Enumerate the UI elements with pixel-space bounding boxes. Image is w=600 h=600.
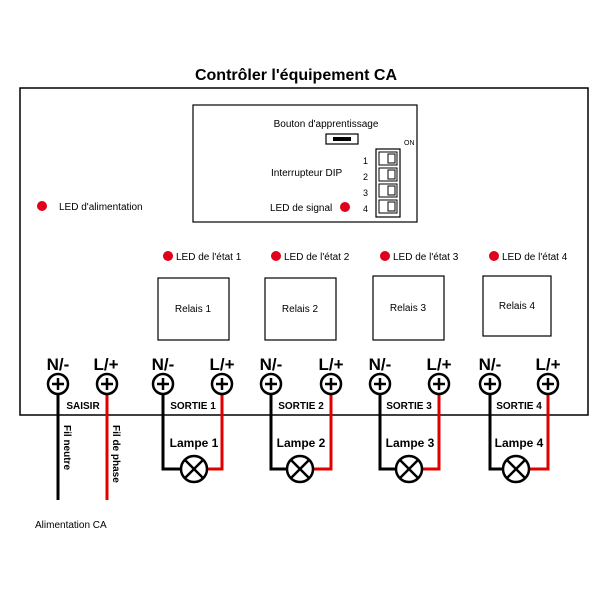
output-3-line-terminal-icon	[427, 372, 451, 396]
relay-3-label: Relais 3	[390, 303, 427, 314]
status-led-3-icon	[380, 251, 390, 261]
relay-3	[372, 275, 445, 341]
relay-4-label: Relais 4	[499, 301, 536, 312]
diagram-title: Contrôler l'équipement CA	[195, 67, 397, 84]
neutral-wire-label: Fil neutre	[61, 425, 72, 470]
lamp-3-line-wire	[422, 384, 441, 471]
lamp-1-neutral-wire	[161, 384, 181, 471]
output-1-neutral-terminal-icon	[151, 372, 175, 396]
learn-button-label: Bouton d'apprentissage	[274, 119, 379, 130]
output-4-neutral-terminal-icon	[478, 372, 502, 396]
learn-button[interactable]	[325, 133, 359, 145]
status-led-4-label: LED de l'état 4	[502, 252, 568, 263]
relay-2	[264, 277, 337, 341]
power-led-label: LED d'alimentation	[59, 202, 143, 213]
output-1-label: SORTIE 1	[170, 401, 216, 412]
lamp-1-label: Lampe 1	[170, 436, 219, 450]
output-3-neutral-terminal-icon	[368, 372, 392, 396]
output-4-line-terminal-icon	[536, 372, 560, 396]
lamp-3-label: Lampe 3	[386, 436, 435, 450]
dip-on-label: ON	[404, 140, 415, 147]
output-4-neutral-terminal-label: N/-	[479, 355, 502, 374]
lamp-1-icon	[179, 454, 209, 484]
output-2-line-terminal-label: L/+	[318, 355, 343, 374]
input-line-terminal-icon	[95, 372, 119, 396]
lamp-1-line-wire	[207, 384, 224, 471]
lamp-2-neutral-wire	[269, 384, 287, 471]
input-label: SAISIR	[66, 401, 100, 412]
lamp-3-icon	[394, 454, 424, 484]
output-3-line-terminal-label: L/+	[426, 355, 451, 374]
dip-number-2: 2	[363, 172, 368, 182]
controller-enclosure	[19, 87, 589, 416]
output-2-neutral-terminal-label: N/-	[260, 355, 283, 374]
lamp-2-label: Lampe 2	[277, 436, 326, 450]
control-panel-box	[192, 104, 418, 223]
status-led-3-label: LED de l'état 3	[393, 252, 459, 263]
lamp-2-line-wire	[313, 384, 333, 471]
output-2-neutral-terminal-icon	[259, 372, 283, 396]
status-led-1-label: LED de l'état 1	[176, 252, 242, 263]
lamp-4-line-wire	[529, 384, 550, 471]
relay-1	[157, 277, 230, 341]
output-2-line-terminal-icon	[319, 372, 343, 396]
status-led-2-icon	[271, 251, 281, 261]
ac-supply-label: Alimentation CA	[35, 520, 107, 531]
status-led-4-icon	[489, 251, 499, 261]
lamp-4-label: Lampe 4	[495, 436, 544, 450]
lamp-2-icon	[285, 454, 315, 484]
power-led-icon	[37, 201, 47, 211]
output-1-neutral-terminal-label: N/-	[152, 355, 175, 374]
output-4-label: SORTIE 4	[496, 401, 542, 412]
input-line-terminal-label: L/+	[93, 355, 118, 374]
relay-1-label: Relais 1	[175, 304, 212, 315]
dip-switch[interactable]	[375, 148, 401, 218]
output-2-label: SORTIE 2	[278, 401, 324, 412]
relay-4	[482, 275, 552, 337]
signal-led-icon	[340, 202, 350, 212]
status-led-1-icon	[163, 251, 173, 261]
output-3-label: SORTIE 3	[386, 401, 432, 412]
input-neutral-terminal-label: N/-	[47, 355, 70, 374]
dip-number-3: 3	[363, 188, 368, 198]
dip-number-4: 4	[363, 204, 368, 214]
signal-led-label: LED de signal	[270, 203, 332, 214]
output-3-neutral-terminal-label: N/-	[369, 355, 392, 374]
phase-wire-label: Fil de phase	[110, 425, 121, 483]
output-4-line-terminal-label: L/+	[535, 355, 560, 374]
lamp-4-neutral-wire	[488, 384, 503, 471]
dip-switch-label: Interrupteur DIP	[271, 168, 342, 179]
lamp-4-icon	[501, 454, 531, 484]
output-1-line-terminal-label: L/+	[209, 355, 234, 374]
input-neutral-terminal-icon	[46, 372, 70, 396]
lamp-3-neutral-wire	[378, 384, 396, 471]
relay-2-label: Relais 2	[282, 304, 319, 315]
dip-number-1: 1	[363, 156, 368, 166]
status-led-2-label: LED de l'état 2	[284, 252, 350, 263]
output-1-line-terminal-icon	[210, 372, 234, 396]
